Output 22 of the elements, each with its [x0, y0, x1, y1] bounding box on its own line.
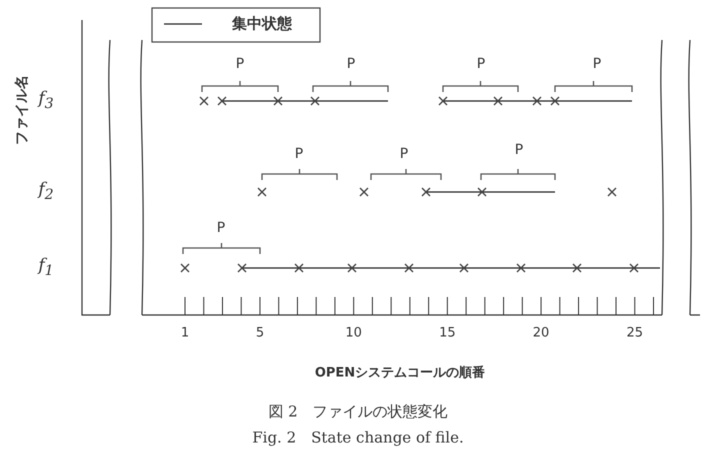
- figure-caption: Fig. 2 State change of file.: [252, 430, 464, 446]
- period-label: P: [476, 57, 486, 71]
- tick-label: 25: [626, 326, 644, 340]
- period-label: P: [236, 57, 244, 71]
- period-label: P: [400, 147, 408, 161]
- file-name: f$_{2}$: [38, 182, 54, 202]
- axis-title: OPENシステムコールの順番: [314, 366, 486, 380]
- figure-caption: 図 2 ファイルの状態変化: [268, 404, 448, 420]
- period-label: P: [346, 57, 356, 71]
- period-label: P: [216, 221, 226, 235]
- period-label: P: [592, 57, 602, 71]
- tick-label: 10: [345, 326, 362, 340]
- legend-label: 集中状態: [232, 16, 292, 32]
- tick-label: 15: [439, 326, 456, 340]
- file-name: f$_{3}$: [38, 90, 54, 112]
- tick-label: 20: [532, 326, 550, 340]
- tick-label: 1: [180, 326, 190, 340]
- period-label: P: [294, 147, 304, 161]
- period-label: P: [514, 143, 524, 157]
- axis-title: ファイル名: [15, 75, 29, 145]
- file-name: f$_{1}$: [38, 258, 54, 278]
- tick-label: 5: [256, 326, 264, 340]
